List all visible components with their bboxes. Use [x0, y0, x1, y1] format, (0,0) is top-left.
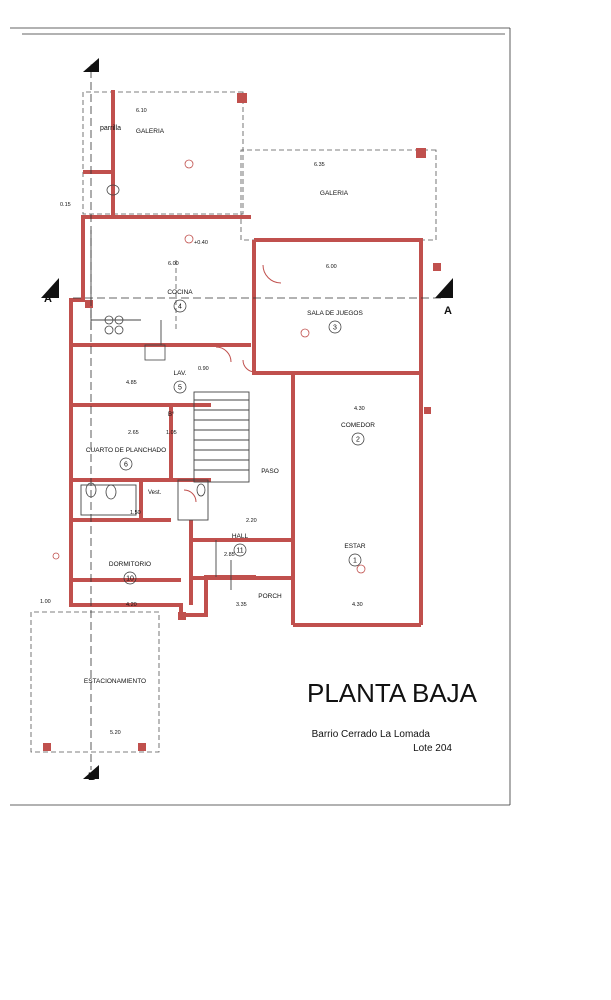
door-swings [183, 264, 282, 503]
dim-2-65: 2.65 [128, 430, 139, 436]
label-parrilla: parrilla [100, 125, 121, 132]
room-label-12: ESTACIONAMIENTO [84, 678, 146, 685]
section-lines [71, 70, 441, 770]
room-label-5: COMEDOR [341, 422, 375, 429]
section-label-b-bottom: B [88, 771, 96, 783]
dim-4-85: 4.85 [126, 380, 137, 386]
plan-subtitle-2: Lote 204 [413, 743, 452, 754]
dim-2-20: 2.20 [246, 518, 257, 524]
room-number-circle-4 [173, 380, 187, 394]
section-label-a-right: A [444, 305, 452, 317]
room-label-9: HALL [232, 533, 249, 540]
label-bano: B° [168, 412, 175, 418]
dim-3-35: 3.35 [236, 602, 247, 608]
room-number-circle-8 [123, 571, 137, 585]
plan-drawing [30, 58, 453, 779]
room-number-circle-7 [348, 553, 362, 567]
plan-subtitle-1: Barrio Cerrado La Lomada [312, 729, 431, 740]
section-label-b-top: B [90, 63, 98, 75]
room-label-3: SALA DE JUEGOS [307, 310, 363, 317]
room-label-4: LAV. [173, 370, 186, 377]
sheet-frame [10, 27, 511, 806]
room-number-7: 1 [353, 558, 357, 565]
room-label-6: CUARTO DE PLANCHADO [86, 447, 166, 454]
room-label-8: DORMITORIO [109, 561, 151, 568]
room-number-5: 2 [356, 437, 360, 444]
dim-1-05: 1.05 [166, 430, 177, 436]
level-markers [52, 159, 366, 574]
dim-0-15: 0.15 [60, 202, 71, 208]
room-number-circle-9 [233, 543, 247, 557]
fixtures [85, 184, 206, 500]
room-number-circle-2 [173, 299, 187, 313]
dimension-labels: 6.10 6.35 6.00 6.00 4.85 4.30 4.30 4.20 … [40, 108, 365, 736]
dim-6-10: 6.10 [136, 108, 147, 114]
dim-4-20: 4.20 [126, 602, 137, 608]
section-label-a-left: A [44, 293, 52, 305]
plan-title: PLANTA BAJA [307, 678, 478, 708]
dim-0-90: 0.90 [198, 366, 209, 372]
dim-1-00: 1.00 [40, 599, 51, 605]
room-label-2: COCINA [167, 289, 193, 296]
room-label-11: PASO [261, 468, 279, 475]
dim-4-30-b: 4.30 [352, 602, 363, 608]
dim-4-30-a: 4.30 [354, 406, 365, 412]
room-number-circle-3 [328, 320, 342, 334]
room-number-2: 4 [178, 304, 182, 311]
section-triangles [41, 58, 453, 779]
dim-6-00-b: 6.00 [326, 264, 337, 270]
dim-5-20: 5.20 [110, 730, 121, 736]
room-number-circle-6 [119, 457, 133, 471]
room-number-6: 6 [124, 462, 128, 469]
dim-6-35: 6.35 [314, 162, 325, 168]
dim-2-85: 2.85 [224, 552, 235, 558]
column-markers [43, 93, 441, 751]
room-label-1: GALERIA [320, 190, 349, 197]
dashed-outlines [30, 91, 437, 753]
dim-1-50: 1.50 [130, 510, 141, 516]
room-number-8: 10 [126, 576, 134, 583]
label-vest: Vest. [148, 490, 162, 496]
room-number-9: 11 [236, 548, 243, 555]
room-label-7: ESTAR [344, 543, 365, 550]
dim-level: +0.40 [194, 240, 208, 246]
room-number-circle-5 [351, 432, 365, 446]
room-label-0: GALERIA [136, 128, 165, 135]
room-number-4: 5 [178, 385, 182, 392]
dim-6-00-a: 6.00 [168, 261, 179, 267]
room-label-10: PORCH [258, 593, 282, 600]
room-number-3: 3 [333, 325, 337, 332]
